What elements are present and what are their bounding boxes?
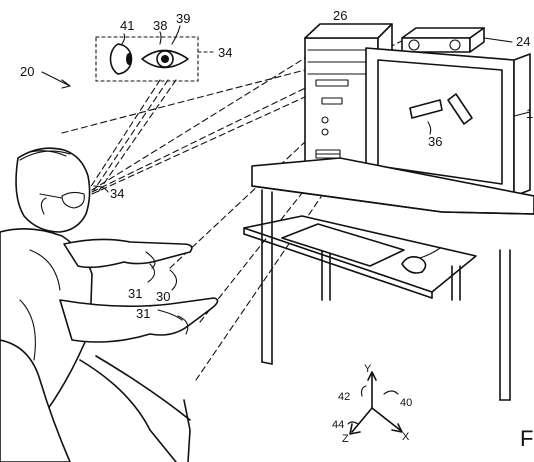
label-axis-y-ref: 42 (338, 391, 350, 403)
label-inset-eye-left: 41 (120, 18, 134, 33)
label-finger-upper: 31 (128, 286, 142, 301)
sensor-device (401, 27, 513, 53)
label-figure-fragment: F (520, 426, 533, 451)
label-axis-z: Z (342, 433, 349, 445)
label-finger-lower: 31 (136, 306, 150, 321)
label-system: 20 (20, 64, 34, 79)
keyboard (281, 223, 405, 267)
label-axis-z-ref: 44 (332, 419, 344, 431)
front-eye-icon (141, 49, 189, 69)
label-sensor: 24 (516, 34, 530, 49)
monitor (365, 47, 531, 200)
label-monitor-edge: 1 (526, 106, 533, 121)
eye-inset (95, 36, 217, 82)
label-eye-at-head: 34 (110, 186, 124, 201)
reference-labels: 20 26 24 36 1 34 34 41 38 39 31 30 31 42… (20, 8, 533, 451)
label-eye-inset: 34 (218, 45, 232, 60)
mouse (401, 256, 427, 274)
label-inset-iris: 39 (176, 11, 190, 26)
label-axis-x: X (402, 431, 410, 443)
user-figure (0, 147, 219, 462)
label-computer: 26 (333, 8, 347, 23)
label-axis-x-ref: 40 (400, 397, 412, 409)
side-eye-icon (109, 43, 133, 75)
label-axis-y: Y (364, 363, 372, 375)
label-screen-object: 36 (428, 134, 442, 149)
label-inset-pupil: 38 (153, 18, 167, 33)
screen-objects (409, 93, 473, 135)
coordinate-axes (347, 371, 403, 435)
leader-lines (41, 25, 183, 321)
label-hand-upper: 30 (156, 289, 170, 304)
desk (243, 157, 534, 401)
